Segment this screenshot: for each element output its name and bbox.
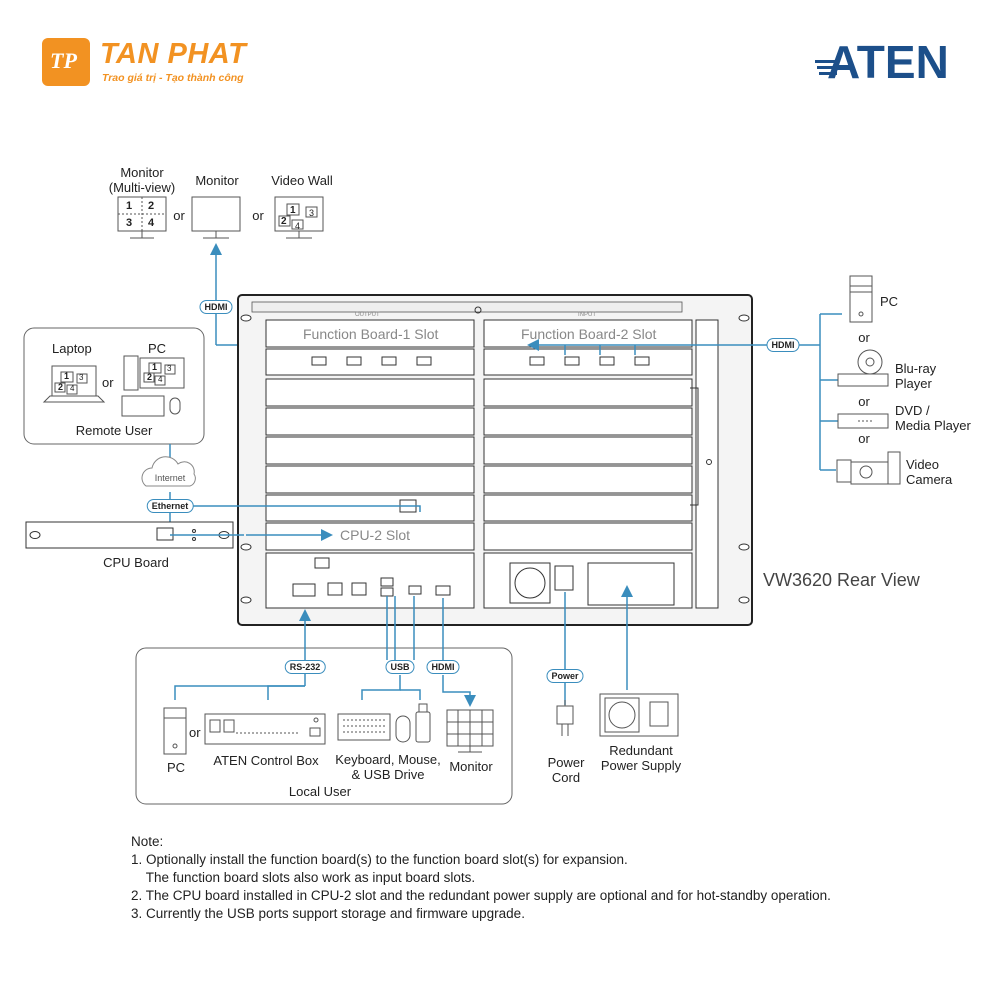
input-strip-label: INPUT xyxy=(578,312,596,318)
local-pc-icon xyxy=(163,707,187,755)
video-wall-label: Video Wall xyxy=(271,173,333,188)
laptop-cell-2: 2 xyxy=(58,382,64,392)
laptop-icon xyxy=(42,365,106,403)
function-board-2-slot-label: Function Board-2 Slot xyxy=(521,326,657,342)
input-or-3: or xyxy=(858,431,870,446)
multiview-cell-4: 4 xyxy=(148,217,155,229)
multiview-cell-1: 1 xyxy=(126,200,133,212)
laptop-cell-4: 4 xyxy=(70,384,75,393)
vw3620-chassis xyxy=(237,294,753,626)
remote-pc-cell-4: 4 xyxy=(158,375,163,384)
input-or-2: or xyxy=(858,394,870,409)
input-or-1: or xyxy=(858,330,870,345)
bluray-player-icon xyxy=(837,349,889,387)
wall-cell-3: 3 xyxy=(309,208,315,218)
aten-logo: ATEN xyxy=(815,34,965,88)
power-lines xyxy=(564,585,633,705)
local-monitor-label: Monitor xyxy=(449,759,493,774)
wall-cell-1: 1 xyxy=(290,205,296,216)
wall-cell-2: 2 xyxy=(281,216,287,227)
local-user-label: Local User xyxy=(288,784,352,799)
power-tag: Power xyxy=(546,669,584,683)
redundant-psu-label: Redundant Power Supply xyxy=(600,743,682,773)
power-cord-icon xyxy=(556,700,574,736)
hdmi-input-tag: HDMI xyxy=(766,338,800,352)
usb-tag: USB xyxy=(385,660,415,674)
remote-pc-cell-1: 1 xyxy=(152,362,158,372)
tanphat-logo-mark: TP xyxy=(42,38,90,86)
internet-label: Internet xyxy=(154,473,186,483)
remote-pc-icon xyxy=(121,355,185,417)
notes-title: Note: xyxy=(131,834,164,849)
cpu-board-label: CPU Board xyxy=(103,555,169,570)
svg-text:ATEN: ATEN xyxy=(827,36,949,84)
remote-pc-cell-3: 3 xyxy=(167,364,172,373)
note-line-3: 2. The CPU board installed in CPU-2 slot… xyxy=(131,888,831,903)
video-wall-icon xyxy=(274,196,324,239)
dvd-player-label: DVD / Media Player xyxy=(895,403,971,433)
output-strip-label: OUTPUT xyxy=(355,312,380,318)
rear-view-title: VW3620 Rear View xyxy=(763,570,920,590)
input-pc-label: PC xyxy=(880,294,899,309)
remote-pc-label: PC xyxy=(148,341,167,356)
local-or-label: or xyxy=(189,725,201,740)
tanphat-logo: TP TAN PHAT Trao giá trị - Tạo thành côn… xyxy=(42,38,272,90)
ethernet-tag: Ethernet xyxy=(146,499,194,513)
laptop-cell-3: 3 xyxy=(79,373,84,382)
tanphat-brand-name: TAN PHAT xyxy=(100,38,247,70)
rs232-tag: RS-232 xyxy=(284,660,326,674)
local-lines xyxy=(174,596,476,707)
laptop-label: Laptop xyxy=(52,341,92,356)
dvd-player-icon xyxy=(837,413,889,429)
tanphat-tagline: Trao giá trị - Tạo thành công xyxy=(102,72,244,84)
cpu-2-slot-label: CPU-2 Slot xyxy=(340,527,411,543)
monitor-icon xyxy=(191,196,241,239)
aten-logo-mark: ATEN xyxy=(815,36,949,88)
multiview-monitor-label: Monitor (Multi-view) xyxy=(108,165,176,195)
internet-cloud-icon xyxy=(141,456,196,487)
note-line-2: The function board slots also work as in… xyxy=(131,870,476,885)
wall-cell-4: 4 xyxy=(295,221,301,231)
note-line-4: 3. Currently the USB ports support stora… xyxy=(131,906,525,921)
function-board-1-slot-label: Function Board-1 Slot xyxy=(303,326,439,342)
note-line-1: 1. Optionally install the function board… xyxy=(131,852,628,867)
keyboard-mouse-usb-label: Keyboard, Mouse, & USB Drive xyxy=(335,752,441,782)
or-label-2: or xyxy=(252,208,264,223)
video-camera-label: Video Camera xyxy=(906,457,953,487)
keyboard-mouse-usb-icon xyxy=(337,703,431,743)
bluray-label: Blu-ray Player xyxy=(895,361,937,391)
monitor-label: Monitor xyxy=(195,173,239,188)
local-pc-label: PC xyxy=(166,760,186,775)
local-monitor-icon xyxy=(446,709,494,753)
redundant-psu-icon xyxy=(599,693,679,737)
multiview-cell-2: 2 xyxy=(148,200,155,212)
or-label-1: or xyxy=(173,208,185,223)
remote-or-label: or xyxy=(102,375,114,390)
hdmi-output-tag: HDMI xyxy=(199,300,233,314)
local-hdmi-tag: HDMI xyxy=(426,660,460,674)
video-camera-icon xyxy=(836,451,901,485)
aten-control-box-label: ATEN Control Box xyxy=(213,753,319,768)
remote-user-label: Remote User xyxy=(75,423,153,438)
laptop-cell-1: 1 xyxy=(64,371,70,381)
pc-tower-icon xyxy=(849,275,873,323)
remote-pc-cell-2: 2 xyxy=(147,372,153,382)
multiview-cell-3: 3 xyxy=(126,217,133,229)
multiview-monitor-icon xyxy=(117,196,167,239)
power-cord-label: Power Cord xyxy=(547,755,585,785)
aten-control-box-icon xyxy=(204,713,326,745)
